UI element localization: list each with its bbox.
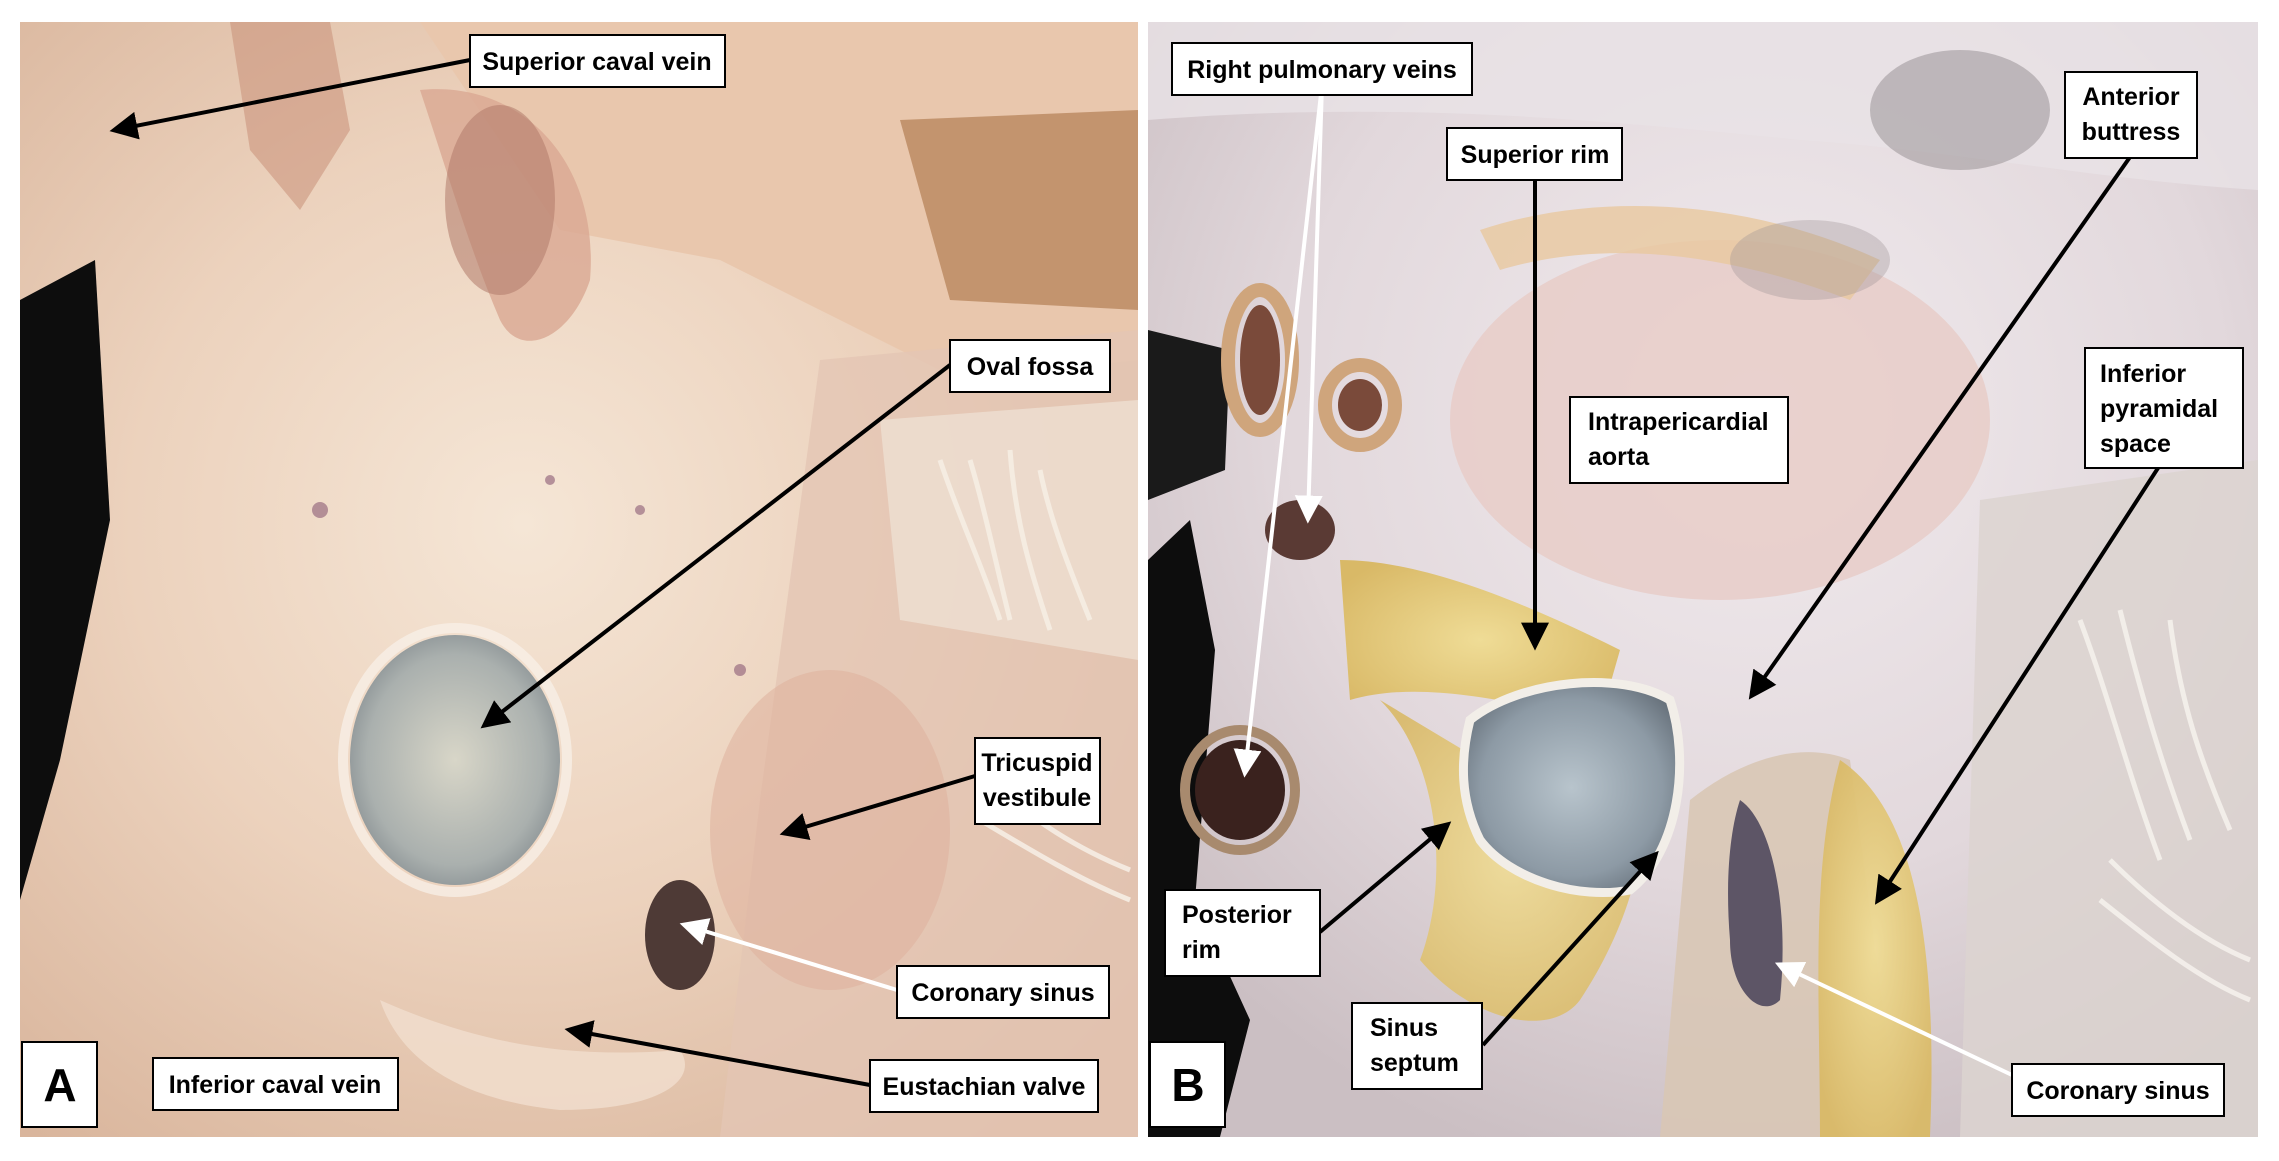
svg-text:rim: rim (1182, 936, 1221, 964)
svg-text:Eustachian valve: Eustachian valve (883, 1073, 1086, 1101)
label-right-pulmonary-veins: Right pulmonary veins (1171, 42, 1473, 96)
label-anterior-buttress: Anterior buttress (2064, 71, 2198, 159)
label-coronary-sinus-b: Coronary sinus (2011, 1063, 2225, 1117)
label-coronary-sinus-a: Coronary sinus (896, 965, 1110, 1019)
label-tricuspid-vestibule: Tricuspid vestibule (974, 737, 1101, 825)
svg-text:A: A (43, 1059, 76, 1111)
svg-text:Inferior: Inferior (2100, 360, 2186, 388)
label-inferior-caval-vein: Inferior caval vein (152, 1057, 399, 1111)
panel-a-photo (20, 22, 1138, 1137)
panel-a-letter: A (21, 1041, 98, 1128)
svg-text:Posterior: Posterior (1182, 901, 1292, 929)
label-posterior-rim: Posterior rim (1164, 889, 1321, 977)
label-superior-rim: Superior rim (1446, 127, 1623, 181)
svg-text:B: B (1171, 1059, 1204, 1111)
svg-text:buttress: buttress (2082, 118, 2181, 146)
svg-text:vestibule: vestibule (983, 784, 1091, 812)
svg-text:Superior caval vein: Superior caval vein (482, 48, 711, 76)
label-intrapericardial-aorta: Intrapericardial aorta (1569, 396, 1789, 484)
svg-text:Anterior: Anterior (2082, 83, 2180, 111)
svg-text:Oval fossa: Oval fossa (967, 353, 1095, 381)
svg-text:Intrapericardial: Intrapericardial (1588, 408, 1769, 436)
svg-text:Right pulmonary veins: Right pulmonary veins (1187, 56, 1456, 84)
svg-text:Superior rim: Superior rim (1461, 141, 1610, 169)
label-inferior-pyramidal-space: Inferior pyramidal space (2084, 347, 2244, 469)
label-sinus-septum: Sinus septum (1351, 1002, 1483, 1090)
svg-text:pyramidal: pyramidal (2100, 395, 2218, 423)
svg-text:Coronary sinus: Coronary sinus (911, 979, 1094, 1007)
panel-a-arrows (109, 58, 976, 1087)
svg-text:aorta: aorta (1588, 443, 1650, 471)
svg-text:septum: septum (1370, 1049, 1459, 1077)
panel-b-letter: B (1149, 1041, 1226, 1128)
svg-text:space: space (2100, 430, 2171, 458)
label-superior-caval-vein: Superior caval vein (469, 34, 726, 88)
label-eustachian-valve: Eustachian valve (869, 1059, 1099, 1113)
svg-text:Inferior caval vein: Inferior caval vein (169, 1071, 382, 1099)
svg-text:Tricuspid: Tricuspid (981, 749, 1092, 777)
label-oval-fossa: Oval fossa (949, 339, 1111, 393)
svg-text:Coronary sinus: Coronary sinus (2026, 1077, 2209, 1105)
panel-b-arrows (1233, 84, 2162, 1077)
svg-text:Sinus: Sinus (1370, 1014, 1438, 1042)
